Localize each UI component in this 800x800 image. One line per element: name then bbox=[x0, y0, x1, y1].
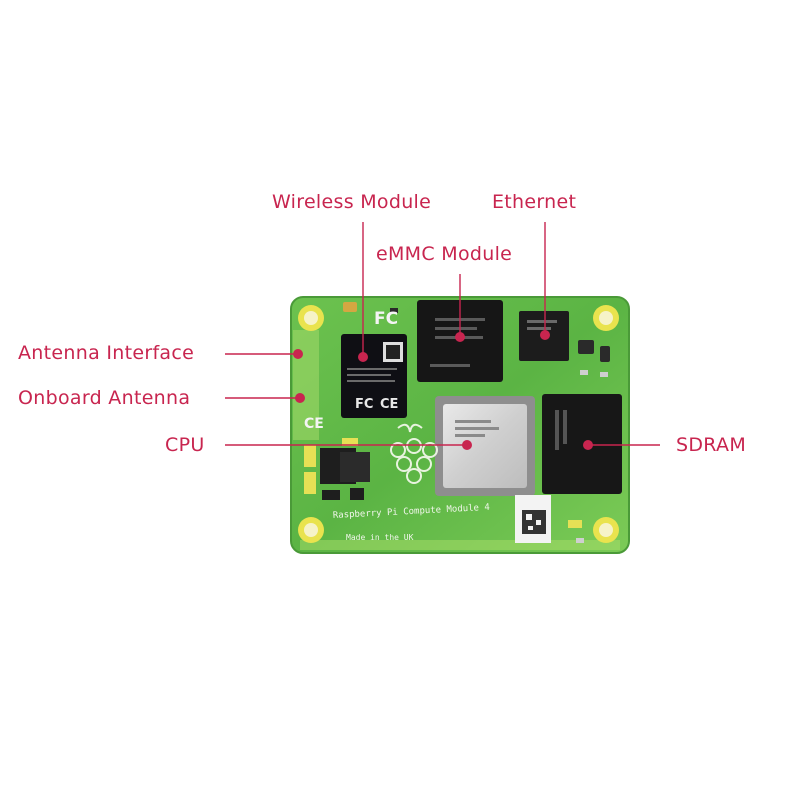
dot-ethernet bbox=[540, 330, 550, 340]
cpu-chip bbox=[435, 396, 535, 496]
label-onboard-antenna: Onboard Antenna bbox=[18, 387, 191, 409]
dot-onboard-antenna bbox=[295, 393, 305, 403]
smd-components bbox=[304, 302, 610, 543]
dot-wireless-module bbox=[358, 352, 368, 362]
dot-sdram bbox=[583, 440, 593, 450]
dot-antenna-interface bbox=[293, 349, 303, 359]
qr-label bbox=[515, 495, 551, 543]
label-emmc-module: eMMC Module bbox=[376, 243, 513, 265]
label-antenna-interface: Antenna Interface bbox=[18, 342, 195, 364]
fc-mark-on-module: FC bbox=[355, 397, 373, 412]
dot-emmc-module bbox=[455, 332, 465, 342]
mounting-holes bbox=[298, 305, 619, 543]
label-sdram: SDRAM bbox=[676, 434, 747, 456]
pointer-dots bbox=[293, 330, 593, 450]
pointer-lines bbox=[225, 222, 660, 446]
ce-silkscreen: CE bbox=[304, 416, 324, 432]
label-wireless-module: Wireless Module bbox=[272, 191, 432, 213]
label-ethernet: Ethernet bbox=[492, 191, 577, 213]
wireless-module-shield: FC CE bbox=[341, 334, 407, 418]
sdram-chip bbox=[542, 394, 622, 494]
ce-mark-on-module: CE bbox=[380, 397, 398, 412]
dot-cpu bbox=[462, 440, 472, 450]
made-in-silkscreen: Made in the UK bbox=[346, 533, 414, 542]
label-cpu: CPU bbox=[165, 434, 205, 456]
fc-silkscreen: FC bbox=[374, 309, 398, 329]
raspberry-pi-logo bbox=[390, 423, 438, 484]
